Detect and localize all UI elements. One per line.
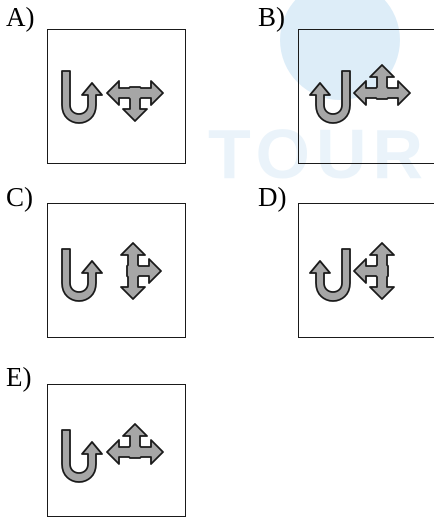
option-figure-box bbox=[47, 384, 186, 517]
option-label-c: C) bbox=[6, 182, 33, 212]
u-turn-arrow-icon bbox=[309, 70, 351, 124]
option-figure bbox=[309, 64, 411, 124]
option-label-e: E) bbox=[6, 362, 32, 392]
option-figure bbox=[61, 423, 164, 483]
three-way-arrow-icon bbox=[353, 64, 411, 106]
u-turn-arrow-icon bbox=[309, 248, 351, 302]
option-figure bbox=[61, 70, 164, 124]
option-figure bbox=[309, 242, 395, 302]
option-figure-box bbox=[47, 203, 186, 338]
option-figure-box bbox=[298, 29, 434, 164]
option-figure-box bbox=[298, 203, 434, 338]
u-turn-arrow-icon bbox=[61, 248, 103, 302]
three-way-arrow-icon bbox=[120, 242, 162, 300]
three-way-arrow-icon bbox=[106, 80, 164, 122]
option-label-b: B) bbox=[258, 2, 285, 32]
three-way-arrow-icon bbox=[353, 242, 395, 300]
option-label-d: D) bbox=[258, 182, 287, 212]
three-way-arrow-icon bbox=[106, 423, 164, 465]
option-figure-box bbox=[47, 29, 186, 164]
u-turn-arrow-icon bbox=[61, 70, 103, 124]
u-turn-arrow-icon bbox=[61, 429, 103, 483]
option-label-a: A) bbox=[6, 2, 35, 32]
option-figure bbox=[61, 242, 162, 302]
